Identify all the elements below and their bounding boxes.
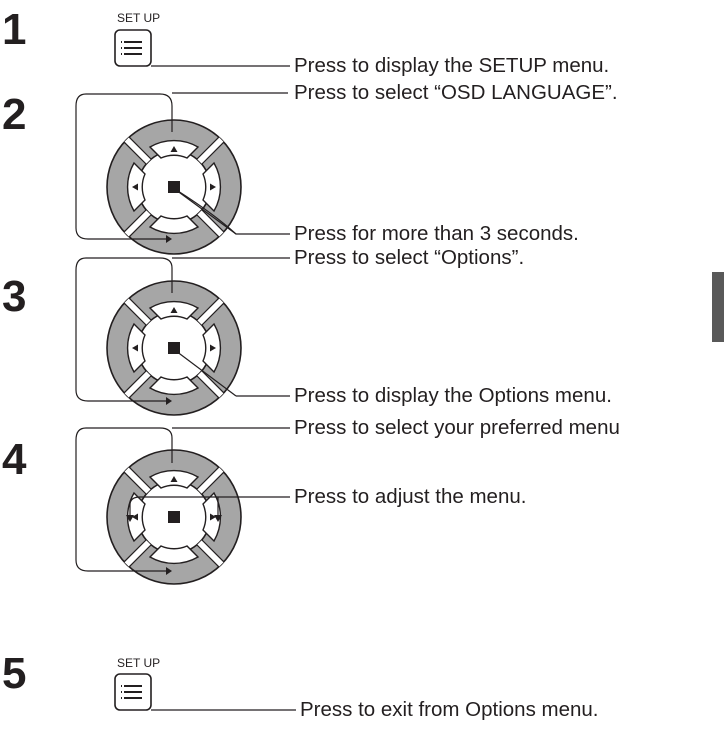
setup-button-icon-step1[interactable] bbox=[114, 29, 152, 67]
step5-instruction: Press to exit from Options menu. bbox=[300, 698, 599, 721]
step-number-1: 1 bbox=[2, 5, 27, 54]
setup-button-label-step1: SET UP bbox=[117, 11, 161, 25]
step4-instruction-select: Press to select your preferred menu bbox=[294, 416, 620, 439]
direction-pad-icon-step4[interactable] bbox=[107, 450, 241, 584]
step1-instruction: Press to display the SETUP menu. bbox=[294, 54, 610, 77]
step2-instruction-select: Press to select “OSD LANGUAGE”. bbox=[294, 81, 618, 104]
side-tab-marker bbox=[712, 272, 724, 342]
step-number-5: 5 bbox=[2, 649, 27, 698]
setup-button-icon-step5[interactable] bbox=[114, 673, 152, 711]
direction-pad-icon-step3[interactable] bbox=[107, 281, 241, 415]
step-number-2: 2 bbox=[2, 90, 27, 139]
direction-pad-icon-step2[interactable] bbox=[107, 120, 241, 254]
step-number-3: 3 bbox=[2, 272, 27, 321]
step4-instruction-adjust: Press to adjust the menu. bbox=[294, 485, 527, 508]
step2-instruction-hold: Press for more than 3 seconds. bbox=[294, 222, 579, 245]
step3-instruction-select: Press to select “Options”. bbox=[294, 246, 525, 269]
step3-instruction-display: Press to display the Options menu. bbox=[294, 384, 612, 407]
setup-button-label-step5: SET UP bbox=[117, 656, 161, 670]
step-number-4: 4 bbox=[2, 435, 27, 484]
